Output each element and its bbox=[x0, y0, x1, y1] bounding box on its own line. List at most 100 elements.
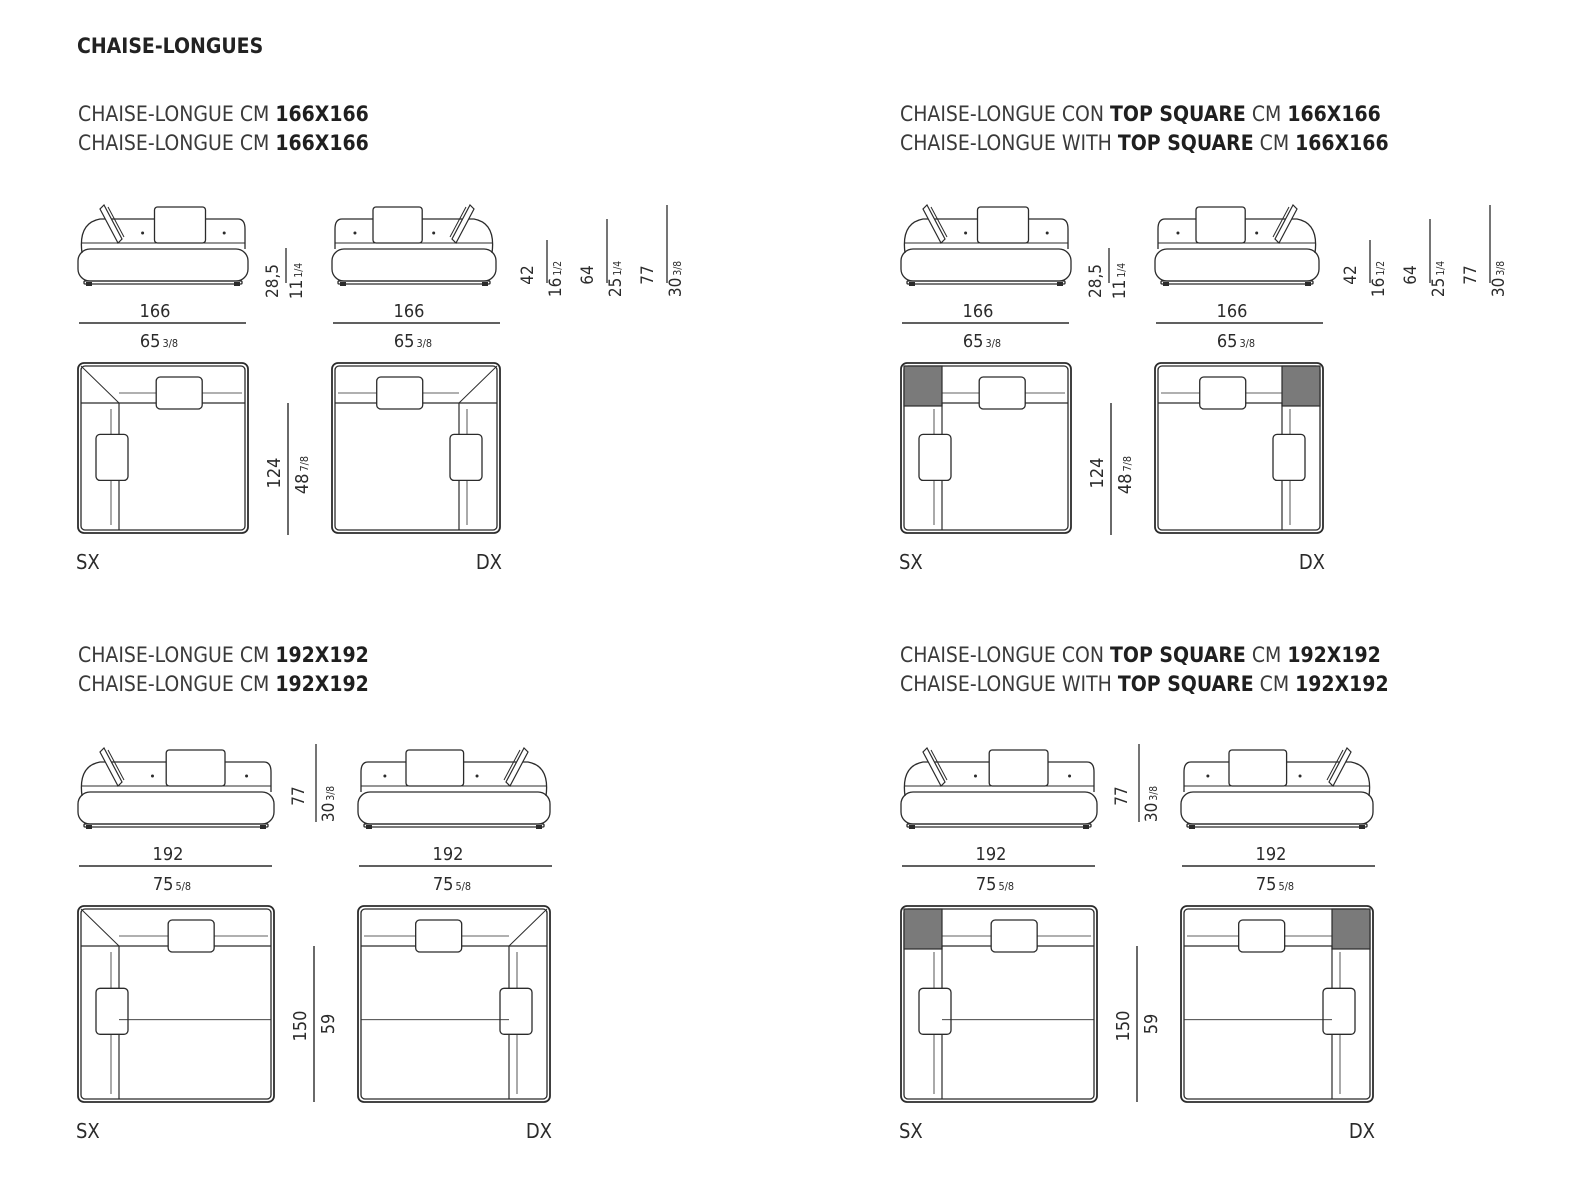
top-square-icon bbox=[1331, 908, 1371, 950]
width-cm-label: 166 bbox=[963, 301, 994, 322]
sofa-plinth bbox=[83, 280, 243, 285]
plan-outline bbox=[331, 362, 501, 534]
height-in-0: 161/2 bbox=[1369, 261, 1389, 297]
sofa-foot bbox=[909, 282, 915, 286]
cushion-icon bbox=[990, 919, 1038, 953]
height-in: 303/8 bbox=[1142, 786, 1162, 822]
label-sx: SX bbox=[899, 1119, 923, 1143]
label-sx: SX bbox=[76, 1119, 100, 1143]
depth-cm-label: 150 bbox=[1113, 1011, 1134, 1042]
button-dot bbox=[1176, 231, 1180, 235]
cushion-fold bbox=[107, 749, 125, 781]
height-in-2-text: 303/8 bbox=[1489, 261, 1509, 297]
sofa-base bbox=[77, 248, 249, 282]
depth-in-label-text: 487/8 bbox=[1115, 456, 1136, 494]
sofa-base bbox=[357, 791, 551, 825]
depth-in-label: 487/8 bbox=[292, 456, 313, 494]
top-square-icon bbox=[903, 908, 943, 950]
height-cm-1-text: 64 bbox=[578, 265, 598, 284]
caption-block-166-top: CHAISE-LONGUE CON TOP SQUARE CM 166X166 … bbox=[900, 100, 1389, 158]
height-cm-0-text: 42 bbox=[1341, 265, 1361, 284]
depth-in-label: 59 bbox=[1141, 1014, 1162, 1035]
cushion-fold bbox=[1326, 749, 1344, 781]
plan-view-dx bbox=[1154, 362, 1324, 534]
depth-in-label-text: 59 bbox=[1141, 1014, 1162, 1035]
cushion-fold bbox=[1272, 206, 1290, 238]
height-in-1: 251/4 bbox=[1429, 261, 1449, 297]
plan-inner bbox=[1183, 908, 1371, 1100]
sofa-base bbox=[900, 248, 1072, 282]
button-dot bbox=[1255, 231, 1259, 235]
back-cushion-icon bbox=[99, 204, 123, 244]
sofa-plinth bbox=[337, 280, 491, 285]
caption-block-192: CHAISE-LONGUE CM 192X192 CHAISE-LONGUE C… bbox=[78, 641, 369, 699]
cushion-fold bbox=[930, 206, 948, 238]
plan-inner bbox=[1157, 365, 1321, 531]
depth-cm-label-text: 150 bbox=[1113, 1011, 1134, 1042]
caption-italian: CHAISE-LONGUE CM 166X166 bbox=[78, 102, 369, 126]
plan-inner bbox=[360, 908, 548, 1100]
height-in-2: 303/8 bbox=[666, 261, 686, 297]
button-dot bbox=[1298, 774, 1302, 778]
caption-english: CHAISE-LONGUE CM 192X192 bbox=[78, 672, 369, 696]
seat-height-cm-text: 28,5 bbox=[263, 264, 283, 298]
caption-italian: CHAISE-LONGUE CON TOP SQUARE CM 166X166 bbox=[900, 102, 1381, 126]
sofa-plinth bbox=[363, 823, 545, 828]
top-square-icon bbox=[1281, 365, 1321, 407]
sofa-foot bbox=[234, 282, 240, 286]
sofa-backrest bbox=[80, 218, 246, 254]
plan-inner bbox=[903, 908, 1095, 1100]
label-dx: DX bbox=[1349, 1119, 1375, 1143]
plan-inner bbox=[903, 365, 1069, 531]
depth-cm-label: 124 bbox=[1087, 458, 1108, 489]
cushion-fold bbox=[107, 206, 125, 238]
width-cm-label: 192 bbox=[153, 844, 184, 865]
sofa-foot bbox=[909, 825, 915, 829]
height-cm-1: 64 bbox=[578, 265, 598, 284]
depth-in-label-text: 59 bbox=[318, 1014, 339, 1035]
sofa-foot bbox=[482, 282, 488, 286]
button-dot bbox=[383, 774, 387, 778]
cushion-icon bbox=[918, 433, 952, 482]
sofa-base bbox=[77, 791, 275, 825]
cushion-icon bbox=[415, 919, 463, 953]
sofa-backrest bbox=[903, 761, 1095, 797]
label-dx: DX bbox=[526, 1119, 552, 1143]
height-in-2-text: 303/8 bbox=[666, 261, 686, 297]
cushion-icon bbox=[405, 749, 465, 787]
cushion-fold bbox=[930, 749, 948, 781]
height-cm-1-text: 64 bbox=[1401, 265, 1421, 284]
height-in-0: 161/2 bbox=[546, 261, 566, 297]
cushion-icon bbox=[376, 376, 424, 410]
seat-height-in-text: 111/4 bbox=[287, 263, 307, 299]
height-in-1-text: 251/4 bbox=[606, 261, 626, 297]
caption-english: CHAISE-LONGUE CM 166X166 bbox=[78, 131, 369, 155]
side-view-dx bbox=[357, 747, 551, 829]
plan-outline bbox=[1154, 362, 1324, 534]
sofa-base bbox=[1180, 791, 1374, 825]
button-dot bbox=[222, 231, 226, 235]
sofa-foot bbox=[1189, 825, 1195, 829]
sofa-backrest bbox=[334, 218, 494, 254]
depth-in-label: 487/8 bbox=[1115, 456, 1136, 494]
back-cushion-icon bbox=[922, 747, 946, 787]
cushion-icon bbox=[1199, 376, 1247, 410]
cushion-icon bbox=[499, 987, 533, 1035]
plan-inner bbox=[334, 365, 498, 531]
depth-in-label-text: 487/8 bbox=[292, 456, 313, 494]
button-dot bbox=[245, 774, 249, 778]
sofa-foot bbox=[1163, 282, 1169, 286]
height-in-0-text: 161/2 bbox=[546, 261, 566, 297]
label-sx: SX bbox=[899, 550, 923, 574]
sofa-backrest bbox=[1183, 761, 1371, 797]
seat-height-in: 111/4 bbox=[1110, 263, 1130, 299]
top-square-icon bbox=[903, 365, 943, 407]
plan-inner bbox=[80, 365, 246, 531]
button-dot bbox=[150, 774, 154, 778]
height-cm: 77 bbox=[1112, 786, 1132, 805]
